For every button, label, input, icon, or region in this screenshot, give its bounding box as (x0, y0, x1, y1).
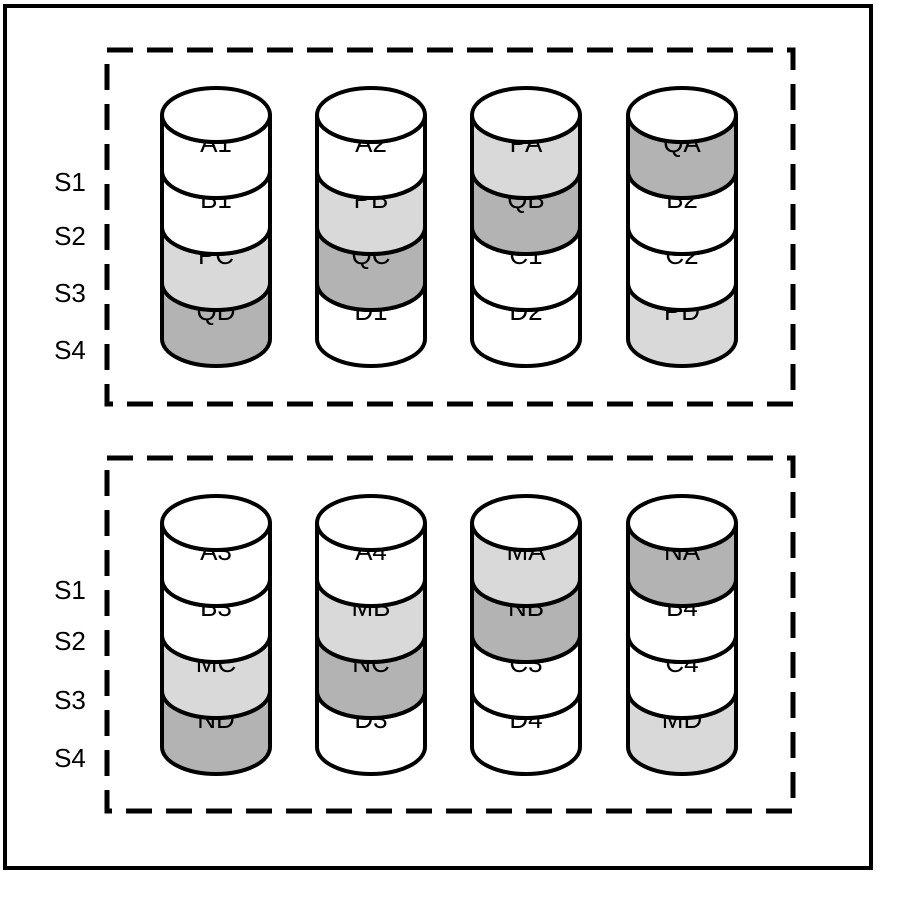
group-dashed-border (104, 47, 796, 407)
disk-top-cap (315, 86, 427, 144)
stripe-label: S2 (54, 221, 86, 251)
group-dashed-border (104, 455, 796, 814)
stripe-label: S4 (54, 743, 86, 773)
stripe-label: S1 (54, 167, 86, 197)
disk-top-cap (160, 494, 272, 552)
disk-cylinder: PDC2B2QA (626, 86, 738, 368)
disk-top-cap (626, 494, 738, 552)
disk-top-cap (470, 494, 582, 552)
disk-cylinder: MDC4B4NA (626, 494, 738, 776)
disk-cylinder: QDPCB1A1 (160, 86, 272, 368)
stripe-label: S2 (54, 626, 86, 656)
outer-frame (3, 4, 873, 870)
stripe-label: S3 (54, 278, 86, 308)
disk-top-cap (315, 494, 427, 552)
stripe-label: S4 (54, 335, 86, 365)
disk-cylinder: D4C3NBMA (470, 494, 582, 776)
disk-top-cap (626, 86, 738, 144)
disk-cylinder: D3NCMBA4 (315, 494, 427, 776)
disk-top-cap (160, 86, 272, 144)
stripe-label: S3 (54, 685, 86, 715)
stripe-label: S1 (54, 575, 86, 605)
disk-cylinder: D2C1QBPA (470, 86, 582, 368)
disk-top-cap (470, 86, 582, 144)
disk-cylinder: NDMCB3A3 (160, 494, 272, 776)
disk-cylinder: D1QCPBA2 (315, 86, 427, 368)
